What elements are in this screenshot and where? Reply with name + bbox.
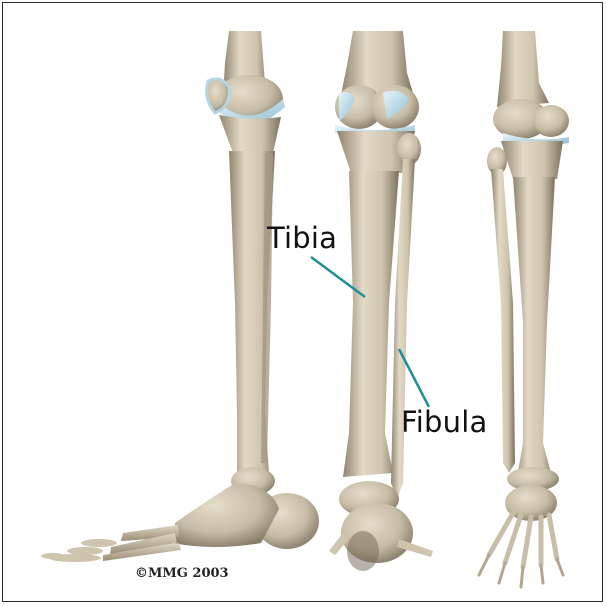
- right-tibia-plateau: [501, 141, 563, 179]
- tibia-label: Tibia: [267, 224, 337, 253]
- left-midfoot: [173, 483, 279, 547]
- left-leg-lateral-view: [41, 31, 319, 562]
- leg-bones-illustration: [3, 3, 603, 602]
- middle-femur: [341, 31, 413, 95]
- right-metatarsals: [489, 513, 557, 567]
- right-femur: [497, 31, 549, 107]
- middle-tibia-shaft: [343, 171, 399, 477]
- right-phalanges: [479, 555, 563, 587]
- fibula-label: Fibula: [401, 408, 487, 437]
- middle-leg-anterior-view: [329, 31, 433, 571]
- right-femur-condyle-lateral: [533, 105, 569, 137]
- right-fibula-shaft: [491, 169, 515, 473]
- copyright-notice: ©MMG 2003: [135, 566, 229, 581]
- middle-foot-shadow: [347, 531, 379, 571]
- left-tibia-plateau: [219, 115, 281, 153]
- right-leg-posterior-view: [479, 31, 569, 587]
- right-tibia-shaft: [513, 177, 555, 477]
